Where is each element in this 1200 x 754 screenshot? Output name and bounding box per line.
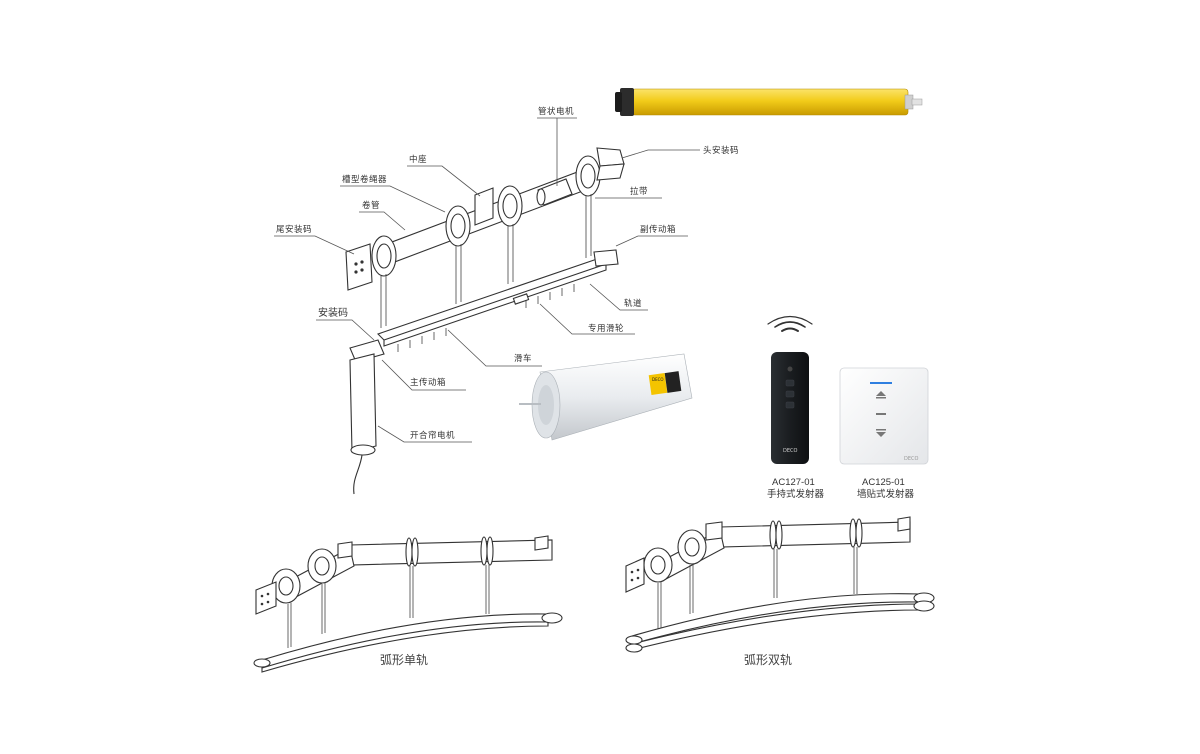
label-main-gearbox: 主传动箱 bbox=[410, 377, 446, 388]
handheld-remote: DECO bbox=[767, 315, 813, 464]
label-aux-gearbox: 副传动箱 bbox=[640, 224, 676, 235]
remote-name: 手持式发射器 bbox=[767, 488, 825, 500]
wall-transmitter: DECO bbox=[839, 367, 929, 465]
label-middle-seat: 中座 bbox=[409, 154, 427, 165]
leader-lines bbox=[274, 117, 700, 443]
single-arc-track-drawing bbox=[253, 535, 563, 673]
wall-model: AC125-01 bbox=[862, 477, 905, 488]
label-pull-belt: 拉带 bbox=[630, 186, 648, 197]
curtain-track-drawing bbox=[345, 147, 625, 495]
label-tubular-motor: 管状电机 bbox=[538, 106, 574, 117]
label-track: 轨道 bbox=[624, 298, 642, 309]
label-grooved-roller: 槽型卷绳器 bbox=[342, 174, 387, 185]
label-tail-mount: 尾安装码 bbox=[276, 224, 312, 235]
remote-brand: DECO bbox=[783, 448, 798, 454]
label-carriage: 滑车 bbox=[514, 353, 532, 364]
double-arc-track-drawing bbox=[625, 516, 935, 653]
tubular-motor-photo bbox=[615, 88, 923, 116]
curtain-motor-photo: DECO bbox=[519, 353, 693, 441]
wifi-signal-icon bbox=[767, 315, 813, 332]
label-head-mount: 头安装码 bbox=[703, 145, 739, 156]
label-mount: 安装码 bbox=[318, 306, 348, 319]
down-arrow-icon bbox=[876, 429, 886, 437]
label-roll-tube: 卷管 bbox=[362, 200, 380, 211]
stop-icon bbox=[876, 413, 886, 415]
wall-brand: DECO bbox=[904, 456, 919, 462]
label-special-pulley: 专用滑轮 bbox=[588, 323, 624, 334]
label-curtain-motor: 开合帘电机 bbox=[410, 430, 455, 441]
caption-single-arc: 弧形单轨 bbox=[380, 653, 428, 667]
caption-double-arc: 弧形双轨 bbox=[744, 653, 792, 667]
wall-name: 墙贴式发射器 bbox=[857, 488, 915, 500]
remote-model: AC127-01 bbox=[772, 477, 815, 488]
up-arrow-icon bbox=[876, 391, 886, 399]
motor-tag-text: DECO bbox=[652, 377, 664, 382]
